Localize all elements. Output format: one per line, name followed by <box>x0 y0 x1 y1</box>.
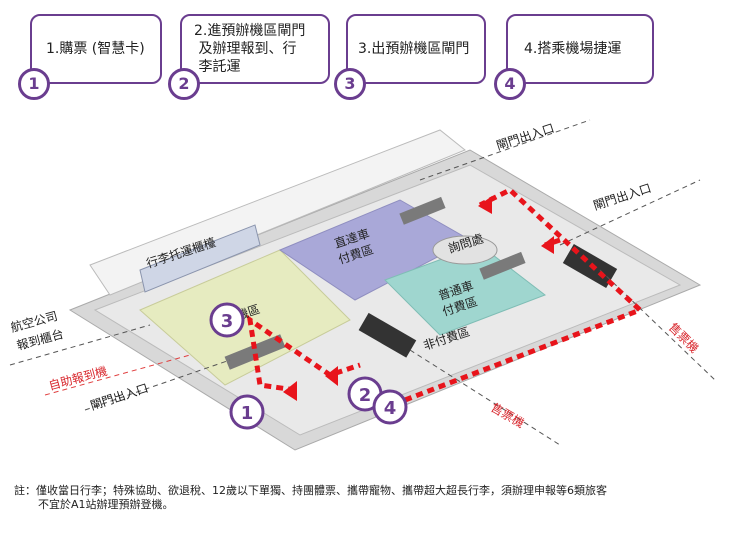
route-main <box>404 186 645 403</box>
label-gate-bottom: 閘門出入口 <box>89 381 150 413</box>
gate-right <box>479 251 526 280</box>
step-box-1: 1.購票 (智慧卡) <box>30 14 162 84</box>
ticket-line-bottom <box>409 349 561 446</box>
step-badge-2: 2 <box>168 68 200 100</box>
step-label-1: 1.購票 (智慧卡) <box>46 41 145 57</box>
gate-top <box>399 196 446 225</box>
entrance-line-right <box>559 179 701 246</box>
route-arrow-mid <box>325 366 338 386</box>
label-ticket-right: 售票機 <box>666 320 702 356</box>
footnote: 註：僅收當日行李；特殊協助、欲退稅、12歲以下單獨、持團體票、攜帶寵物、攜帶超大… <box>14 484 714 512</box>
label-gate-top: 閘門出入口 <box>495 121 556 153</box>
step-label-4: 4.搭乘機場捷運 <box>524 41 622 57</box>
step-box-3: 3.出預辦機區閘門 <box>346 14 486 84</box>
step-badge-1: 1 <box>18 68 50 100</box>
label-self-checkin: 自助報到機 <box>47 363 109 393</box>
baggage-counter-wall <box>139 224 261 293</box>
marker-text-3: 3 <box>221 311 234 332</box>
self-checkin-line <box>44 354 191 396</box>
marker-circle-4 <box>372 389 408 425</box>
checkin-zone <box>139 249 351 386</box>
ticket-machines-bottom <box>358 312 417 358</box>
route-arrow-right <box>541 236 554 254</box>
step-label-2: 2.進預辦機區閘門 及辦理報到、行 李託運 <box>194 23 306 75</box>
station-floor-plan: 閘門出入口 閘門出入口 閘門出入口 行李托運櫃檯 航空公司 報到櫃台 直達車 付… <box>9 119 716 451</box>
gate-left <box>224 334 286 370</box>
entrance-line-bottom <box>84 359 231 411</box>
step-label-3: 3.出預辦機區閘門 <box>358 41 470 57</box>
step-badge-3: 3 <box>334 68 366 100</box>
airline-line <box>9 324 151 366</box>
route-checkin <box>246 314 361 393</box>
step-box-2: 2.進預辦機區閘門 及辦理報到、行 李託運 <box>180 14 330 84</box>
footnote-line-1: 註：僅收當日行李；特殊協助、欲退稅、12歲以下單獨、持團體票、攜帶寵物、攜帶超大… <box>14 484 607 497</box>
entrance-line-top <box>419 119 591 181</box>
info-desk <box>432 235 498 265</box>
route-arrow-left <box>283 381 297 401</box>
label-ticket-bottom: 售票機 <box>489 400 528 431</box>
marker-text-4: 4 <box>384 398 397 419</box>
marker-text-1: 1 <box>241 403 254 424</box>
marker-text-2: 2 <box>359 385 372 406</box>
marker-circle-1 <box>229 394 265 430</box>
marker-circle-3 <box>209 302 245 338</box>
step-box-4: 4.搭乘機場捷運 <box>506 14 654 84</box>
route-arrow-top <box>478 196 492 214</box>
label-gate-right: 閘門出入口 <box>592 181 653 213</box>
step-badge-4: 4 <box>494 68 526 100</box>
footnote-line-2: 不宜於A1站辦理預辦登機。 <box>38 498 174 511</box>
